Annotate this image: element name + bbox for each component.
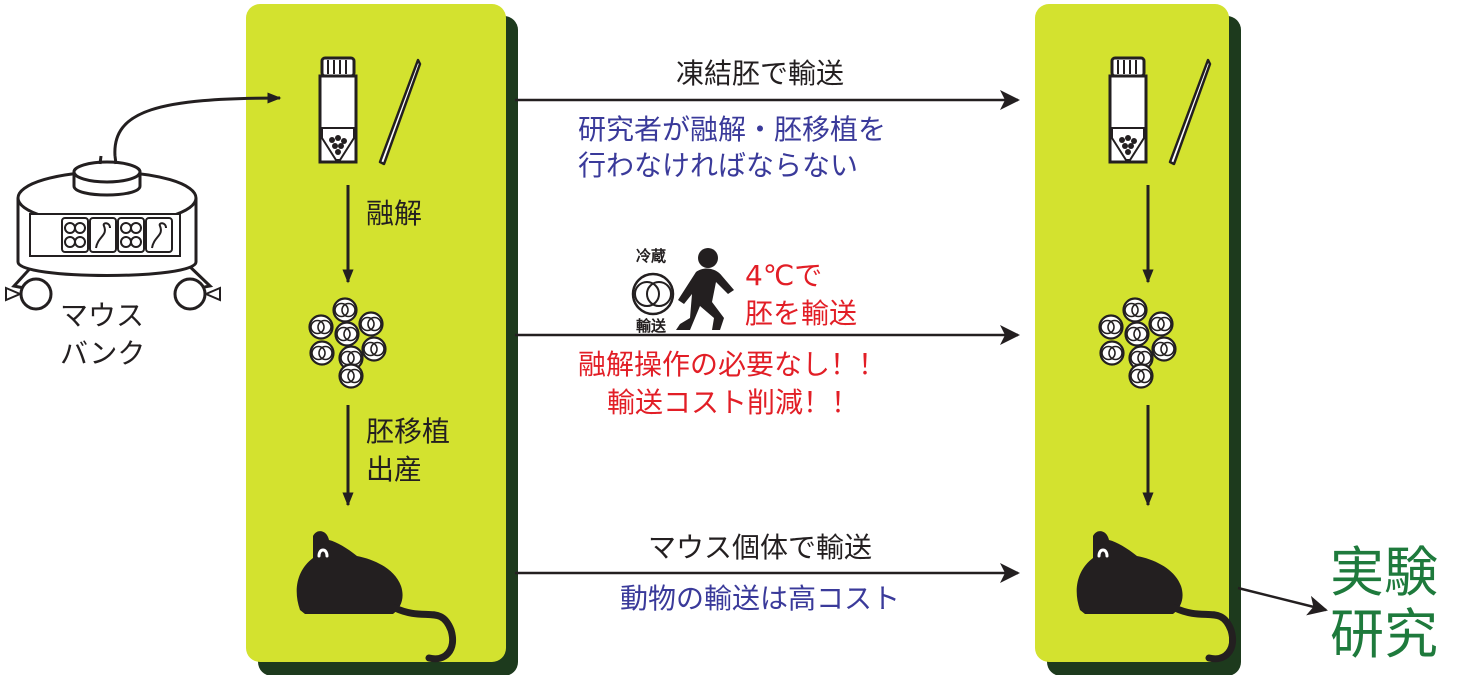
live-route-label: マウス個体で輸送 [647,531,872,564]
chilled-route-label-1: 4℃で [745,259,823,292]
transfer-step-label-1: 胚移植 [366,415,451,448]
chilled-badge-top: 冷蔵 [636,247,667,265]
frozen-route-note-2: 行わなければならない [578,149,859,182]
thaw-step-label: 融解 [366,197,423,230]
live-route-note: 動物の輸送は高コスト [619,582,900,615]
frozen-route-label: 凍結胚で輸送 [675,57,844,90]
mouse-bank-label-2: バンク [60,337,146,370]
bank-to-vial-arrow [113,92,282,157]
frozen-route-note-1: 研究者が融解・胚移植を [578,113,887,146]
chilled-route-label-2: 胚を輸送 [745,297,858,330]
courier-icon [676,248,734,330]
chilled-route-note-1: 融解操作の必要なし！！ [578,348,887,381]
mouse-bank-tank-icon [5,155,221,311]
transfer-step-label-2: 出産 [366,453,423,486]
vial-icon [1108,56,1148,164]
outcome-label-1: 実験 [1330,541,1438,604]
mouse-bank-label-1: マウス [60,299,145,332]
chilled-route-note-2: 輸送コスト削減！！ [607,386,860,419]
vial-icon [318,56,358,164]
outcome-arrow [1237,586,1328,616]
chilled-badge-bottom: 輸送 [636,317,667,335]
outcome-label-2: 研究 [1330,603,1438,666]
refrigerated-transport-icon [631,272,675,316]
